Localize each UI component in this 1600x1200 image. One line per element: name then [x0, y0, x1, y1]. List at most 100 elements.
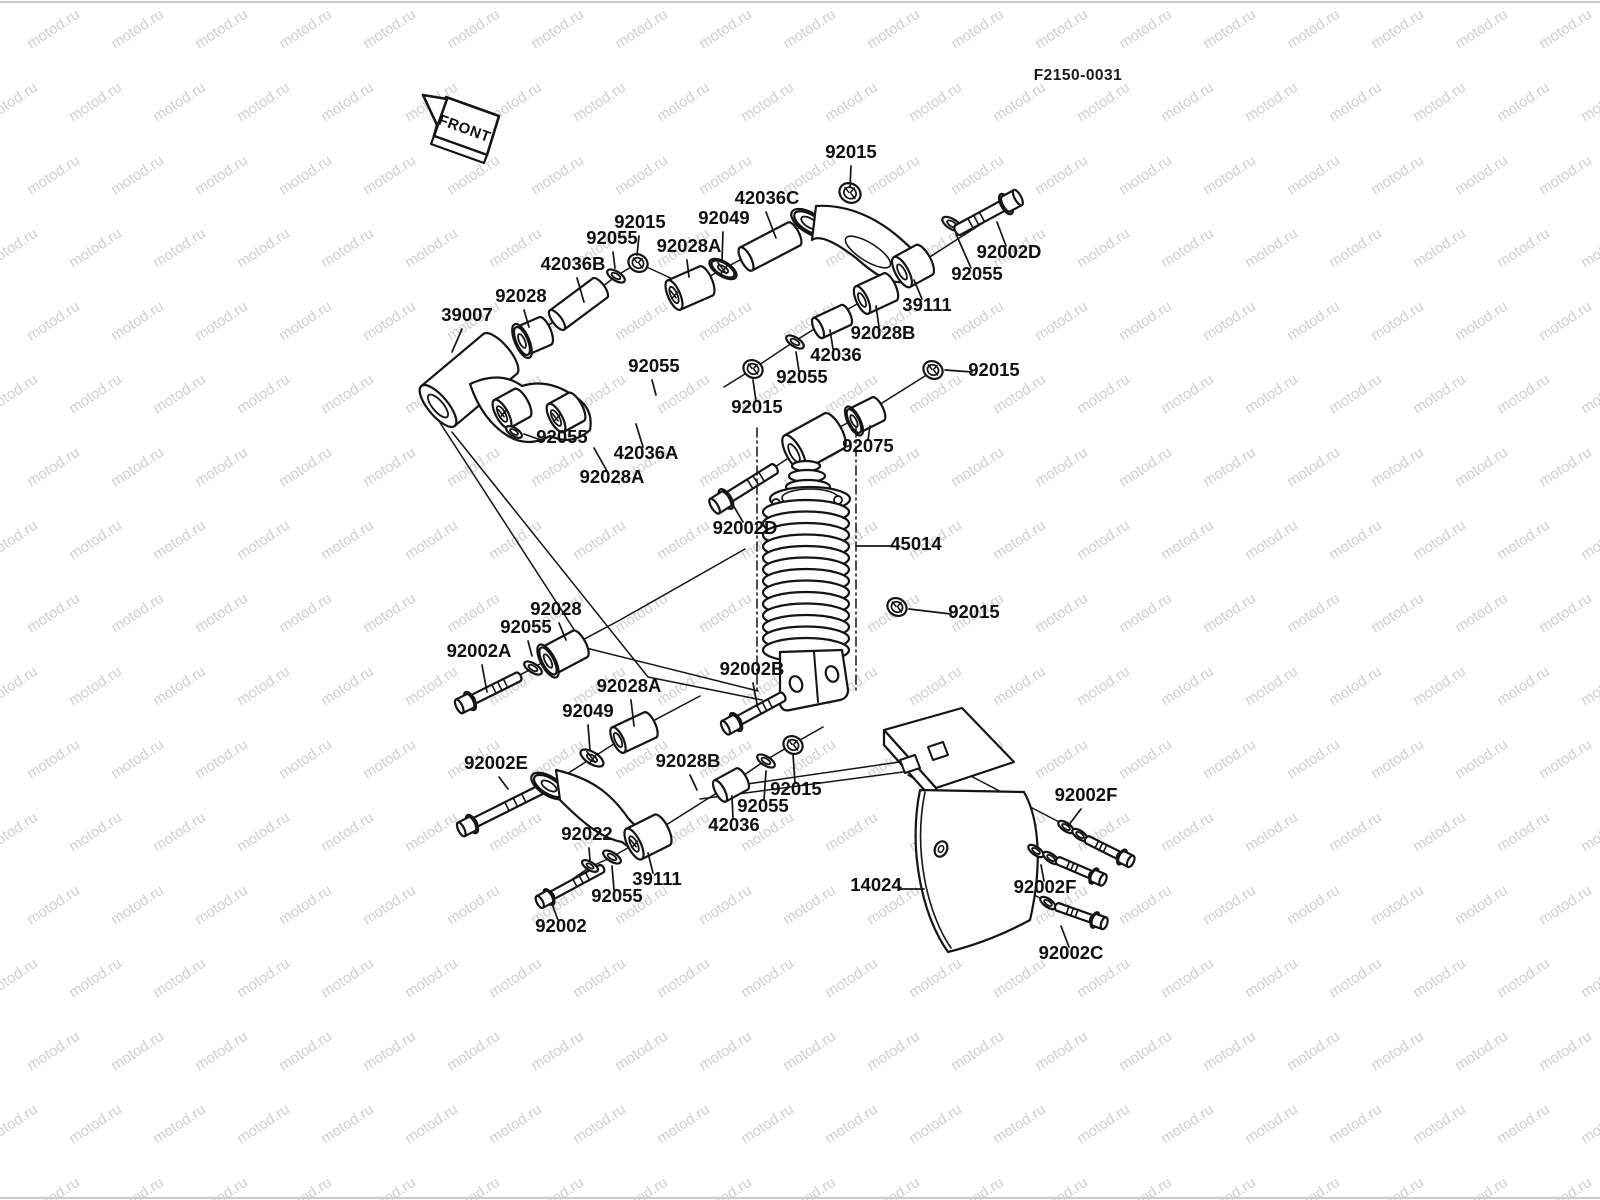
part-number-label: 92015	[825, 141, 876, 162]
watermark-text: motod.ru	[1452, 590, 1511, 637]
watermark-text: motod.ru	[234, 517, 293, 564]
watermark-text: motod.ru	[1284, 882, 1343, 929]
watermark-text: motod.ru	[780, 882, 839, 929]
part-number-label: 92015	[614, 211, 665, 232]
watermark-text: motod.ru	[696, 6, 755, 53]
watermark-text: motod.ru	[24, 1174, 83, 1200]
watermark-text: motod.ru	[192, 1174, 251, 1200]
watermark-text: motod.ru	[1368, 444, 1427, 491]
watermark-text: motod.ru	[1578, 371, 1600, 418]
watermark-text: motod.ru	[1032, 152, 1091, 199]
watermark-text: motod.ru	[696, 590, 755, 637]
watermark-text: motod.ru	[1536, 1174, 1595, 1200]
watermark-text: motod.ru	[738, 79, 797, 126]
part-number-label: 92055	[500, 616, 551, 637]
watermark-text: motod.ru	[1368, 590, 1427, 637]
watermark-text: motod.ru	[1536, 444, 1595, 491]
watermark-text: motod.ru	[1284, 444, 1343, 491]
watermark-text: motod.ru	[1242, 79, 1301, 126]
watermark-text: motod.ru	[1032, 298, 1091, 345]
watermark-text: motod.ru	[1410, 517, 1469, 564]
watermark-text: motod.ru	[234, 663, 293, 710]
watermark-text: motod.ru	[1158, 371, 1217, 418]
watermark-text: motod.ru	[948, 6, 1007, 53]
watermark-text: motod.ru	[1452, 444, 1511, 491]
part-number-label: 92002F	[1014, 876, 1077, 897]
watermark-text: motod.ru	[948, 152, 1007, 199]
watermark-text: motod.ru	[444, 1028, 503, 1075]
watermark-text: motod.ru	[66, 1101, 125, 1148]
watermark-text: motod.ru	[1410, 1101, 1469, 1148]
watermark-text: motod.ru	[1284, 590, 1343, 637]
watermark-text: motod.ru	[696, 1174, 755, 1200]
watermark-text: motod.ru	[24, 736, 83, 783]
watermark-text: motod.ru	[570, 1101, 629, 1148]
watermark-text: motod.ru	[276, 6, 335, 53]
watermark-text: motod.ru	[1158, 955, 1217, 1002]
watermark-text: motod.ru	[318, 79, 377, 126]
watermark-text: motod.ru	[1410, 955, 1469, 1002]
watermark-text: motod.ru	[1284, 298, 1343, 345]
watermark-text: motod.ru	[192, 1028, 251, 1075]
part-number-label: 92028	[530, 598, 581, 619]
watermark-text: motod.ru	[528, 1174, 587, 1200]
watermark-text: motod.ru	[1284, 736, 1343, 783]
watermark-text: motod.ru	[1452, 736, 1511, 783]
part-number-label: 92055	[628, 355, 679, 376]
watermark-text: motod.ru	[276, 590, 335, 637]
part-number-label: 92002D	[977, 241, 1042, 262]
watermark-text: motod.ru	[318, 371, 377, 418]
watermark-text: motod.ru	[948, 1174, 1007, 1200]
watermark-text: motod.ru	[570, 517, 629, 564]
watermark-text: motod.ru	[1452, 1028, 1511, 1075]
watermark-text: motod.ru	[150, 955, 209, 1002]
part-number-label: 92022	[561, 823, 612, 844]
part-number-label: 92028B	[656, 750, 721, 771]
watermark-text: motod.ru	[654, 1101, 713, 1148]
watermark-text: motod.ru	[654, 371, 713, 418]
watermark-text: motod.ru	[1200, 152, 1259, 199]
watermark-text: motod.ru	[1326, 809, 1385, 856]
part-number-label: 92055	[586, 227, 637, 248]
watermark-text: motod.ru	[612, 152, 671, 199]
watermark-text: motod.ru	[444, 590, 503, 637]
watermark-text: motod.ru	[276, 152, 335, 199]
watermark-text: motod.ru	[906, 955, 965, 1002]
watermark-text: motod.ru	[1578, 225, 1600, 272]
watermark-text: motod.ru	[1200, 736, 1259, 783]
watermark-text: motod.ru	[108, 444, 167, 491]
watermark-text: motod.ru	[0, 955, 41, 1002]
watermark-text: motod.ru	[318, 809, 377, 856]
watermark-text: motod.ru	[1410, 809, 1469, 856]
watermark-text: motod.ru	[1368, 736, 1427, 783]
watermark-text: motod.ru	[360, 152, 419, 199]
watermark-text: motod.ru	[360, 882, 419, 929]
part-number-label: 92002E	[464, 752, 528, 773]
diagram-artwork	[418, 182, 1136, 954]
watermark-text: motod.ru	[1242, 809, 1301, 856]
part-number-label: 92028A	[597, 675, 662, 696]
watermark-text: motod.ru	[1200, 882, 1259, 929]
watermark-text: motod.ru	[276, 1174, 335, 1200]
part-number-label: 92028A	[657, 235, 722, 256]
watermark-text: motod.ru	[66, 225, 125, 272]
watermark-text: motod.ru	[0, 809, 41, 856]
watermark-text: motod.ru	[444, 882, 503, 929]
watermark-text: motod.ru	[234, 1101, 293, 1148]
part-number-label: 92028B	[851, 322, 916, 343]
watermark-text: motod.ru	[1452, 1174, 1511, 1200]
watermark-text: motod.ru	[1326, 517, 1385, 564]
watermark-text: motod.ru	[1536, 6, 1595, 53]
watermark-text: motod.ru	[1284, 6, 1343, 53]
watermark-text: motod.ru	[0, 225, 41, 272]
watermark-text: motod.ru	[66, 955, 125, 1002]
watermark-text: motod.ru	[906, 663, 965, 710]
watermark-text: motod.ru	[192, 152, 251, 199]
watermark-text: motod.ru	[66, 79, 125, 126]
watermark-text: motod.ru	[150, 1101, 209, 1148]
watermark-text: motod.ru	[948, 1028, 1007, 1075]
front-direction-arrow: FRONT	[421, 93, 501, 165]
watermark-text: motod.ru	[402, 517, 461, 564]
watermark-text: motod.ru	[1368, 1174, 1427, 1200]
